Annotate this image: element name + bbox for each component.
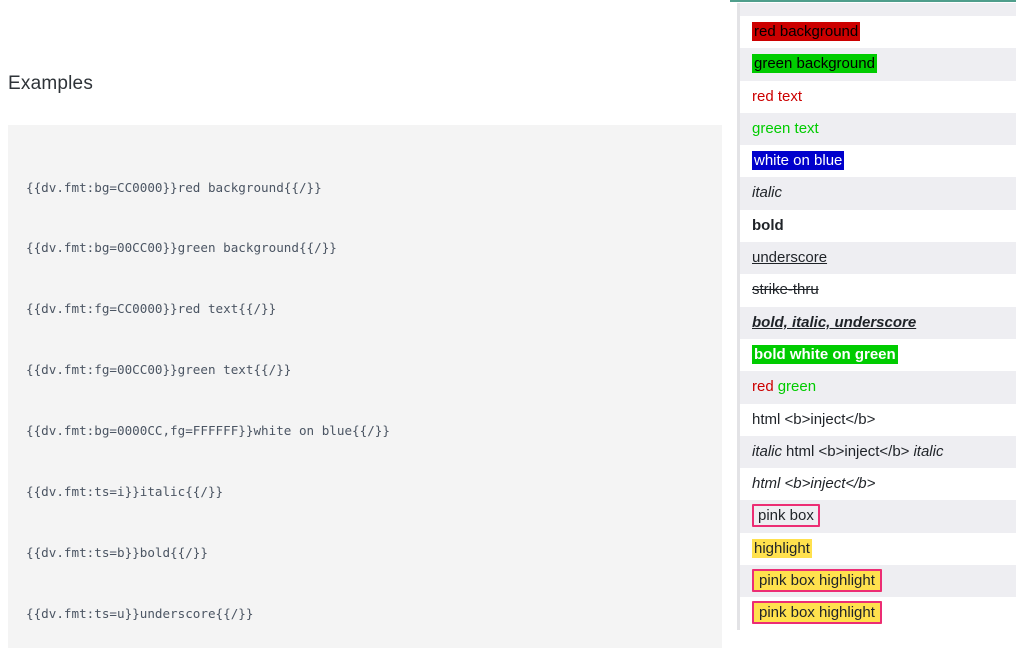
result-red-background: red background <box>752 22 861 41</box>
table-row-italic: italic <box>737 177 1016 210</box>
code-line: {{dv.fmt:bg=0000CC,fg=FFFFFF}}white on b… <box>26 423 390 439</box>
table-row-pink-box-highlight-space: pink box highlight <box>737 565 1016 598</box>
table-row-bold-white-on-green: bold white on green <box>737 338 1016 372</box>
table-row-red-background: red background <box>737 16 1016 49</box>
table-row-green-text: green text <box>737 112 1016 146</box>
result-green-background: green background <box>752 54 877 74</box>
table-row-underscore: underscore <box>737 242 1016 275</box>
examples-panel: Examples {{dv.fmt:bg=CC0000}}red backgro… <box>8 73 722 648</box>
result-green-text: green text <box>752 119 819 137</box>
code-line: {{dv.fmt:ts=u}}underscore{{/}} <box>26 605 254 621</box>
table-row-highlight: highlight <box>737 532 1016 566</box>
rendered-results-panel: red background green background red text… <box>730 0 1016 648</box>
table-row-bold-italic-underscore: bold, italic, underscore <box>737 306 1016 339</box>
top-rule-divider <box>730 0 1016 2</box>
result-highlight: highlight <box>752 538 812 558</box>
table-row-white-on-blue: white on blue <box>737 145 1016 178</box>
result-html-inject: html <b>inject</b> <box>752 410 876 428</box>
table-row <box>737 3 1016 16</box>
results-table: red background green background red text… <box>730 3 1016 630</box>
result-white-on-blue: white on blue <box>752 151 845 171</box>
result-html-inject-middle: html <b>inject</b> <box>786 442 910 460</box>
result-italic-html-inject: html <b>inject</b> <box>752 475 876 493</box>
result-strike-thru: strike-thru <box>752 281 819 299</box>
result-green: green <box>777 378 817 396</box>
table-row-pink-box: pink box <box>737 500 1016 533</box>
code-line: {{dv.fmt:bg=00CC00}}green background{{/}… <box>26 240 337 256</box>
table-row-green-background: green background <box>737 48 1016 81</box>
code-line: {{dv.fmt:bg=CC0000}}red background{{/}} <box>26 179 322 195</box>
code-line: {{dv.fmt:fg=00CC00}}green text{{/}} <box>26 362 292 378</box>
result-italic-suffix: italic <box>913 442 944 460</box>
table-row-pink-box-highlight-comma: pink box highlight <box>737 597 1016 630</box>
result-pink-box-highlight-comma: pink box highlight <box>752 601 882 625</box>
result-italic: italic <box>752 184 783 202</box>
table-row-html-inject: html <b>inject</b> <box>737 403 1016 436</box>
code-line: {{dv.fmt:fg=CC0000}}red text{{/}} <box>26 301 277 317</box>
result-italic-prefix: italic <box>752 442 783 460</box>
result-red: red <box>752 378 774 396</box>
table-row-strike-thru: strike-thru <box>737 274 1016 307</box>
table-row-bold: bold <box>737 209 1016 243</box>
code-line: {{dv.fmt:ts=i}}italic{{/}} <box>26 484 224 500</box>
result-red-text: red text <box>752 87 803 105</box>
result-bold-italic-underscore: bold, italic, underscore <box>752 313 917 331</box>
result-underscore: underscore <box>752 249 828 267</box>
result-pink-box-highlight-space: pink box highlight <box>752 569 882 593</box>
table-row-italic-html-inject: html <b>inject</b> <box>737 468 1016 501</box>
code-block: {{dv.fmt:bg=CC0000}}red background{{/}} … <box>8 125 722 648</box>
page-title: Examples <box>8 73 94 94</box>
result-bold: bold <box>752 216 784 234</box>
result-pink-box: pink box <box>752 504 820 528</box>
code-line: {{dv.fmt:ts=b}}bold{{/}} <box>26 544 208 560</box>
table-row-red-text: red text <box>737 80 1016 113</box>
result-bold-white-on-green: bold white on green <box>752 344 898 364</box>
